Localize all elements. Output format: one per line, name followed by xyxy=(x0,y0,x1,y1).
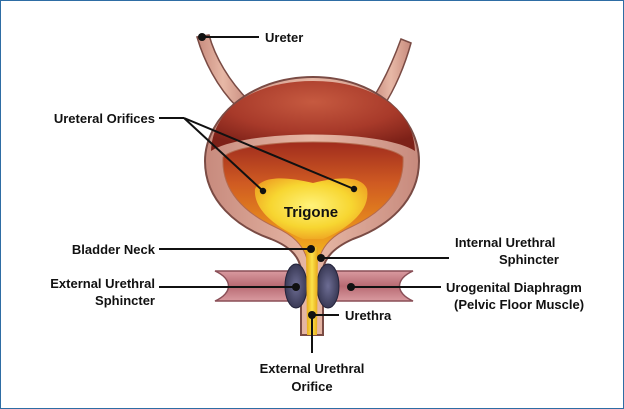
label-external-sphincter-line2: Sphincter xyxy=(95,293,155,308)
label-diaphragm-line2: (Pelvic Floor Muscle) xyxy=(454,297,584,312)
label-trigone: Trigone xyxy=(284,204,338,221)
label-urethra: Urethra xyxy=(345,308,392,323)
label-external-orifice-line2: Orifice xyxy=(291,379,332,394)
left-ureter xyxy=(197,35,249,107)
label-external-orifice-line1: External Urethral xyxy=(260,361,365,376)
label-ureter: Ureter xyxy=(265,30,303,45)
label-bladder-neck: Bladder Neck xyxy=(72,242,156,257)
label-external-sphincter-line1: External Urethral xyxy=(50,276,155,291)
label-diaphragm-line1: Urogenital Diaphragm xyxy=(446,280,582,295)
label-ureteral-orifices: Ureteral Orifices xyxy=(54,111,155,126)
label-internal-sphincter-line2: Sphincter xyxy=(499,252,559,267)
external-sphincter-right xyxy=(317,264,339,308)
label-internal-sphincter-line1: Internal Urethral xyxy=(455,235,555,250)
